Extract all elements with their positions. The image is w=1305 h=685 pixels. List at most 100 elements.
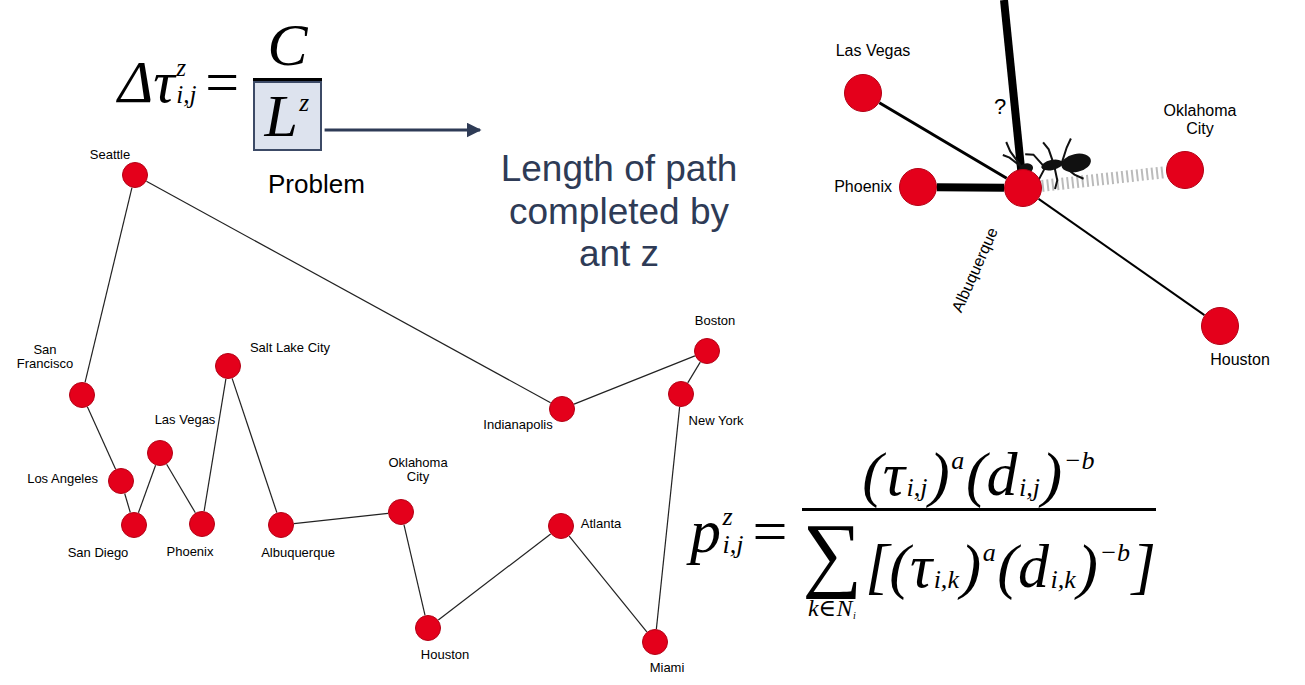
formula-term: ): [960, 532, 981, 600]
formula-term: [(τ: [865, 532, 932, 600]
superscript: [1050, 539, 1075, 566]
numerator: C: [267, 12, 307, 78]
formula-term: =: [753, 497, 788, 565]
tour-edge: [232, 378, 277, 512]
city-label: Atlanta: [580, 517, 622, 531]
script-stack: z: [299, 90, 309, 143]
superscript: −b: [1100, 539, 1131, 566]
formula-term: (τ: [862, 440, 905, 508]
script-stack: a: [951, 447, 964, 502]
subscript: [951, 474, 964, 501]
script-stack: zi,j: [723, 503, 744, 558]
formula: Δτzi,j=CLz: [118, 12, 329, 151]
city-label: Albuquerque: [948, 224, 1002, 316]
city-dot: [694, 338, 720, 364]
subscript: [1100, 566, 1131, 593]
city-label: Phoenix: [833, 178, 893, 196]
city-dot: [189, 511, 215, 537]
script-stack: −b: [1064, 447, 1095, 502]
tour-edge: [404, 525, 425, 616]
city-label: Miami: [649, 661, 686, 675]
tour-edge: [204, 379, 226, 511]
script-stack: i: [853, 600, 856, 621]
subscript: i: [853, 611, 856, 622]
formula: pzi,j=(τi,j)a(di,j)−b∑k∈Ni[(τi,k)a(di,k)…: [690, 440, 1163, 621]
tour-edge: [656, 407, 679, 629]
city-dot: [122, 162, 148, 188]
candidate-edge: [1042, 172, 1166, 186]
subscript: [299, 116, 309, 142]
script-stack: i,k: [1050, 539, 1075, 594]
superscript: [907, 447, 928, 474]
formula-term: (d: [966, 440, 1018, 508]
pointer-arrow: [325, 129, 480, 132]
city-dot: [899, 168, 937, 206]
fraction: (τi,j)a(di,j)−b∑k∈Ni[(τi,k)a(di,k)−b]: [802, 440, 1155, 621]
city-label: San Francisco: [7, 343, 84, 372]
city-dot: [1004, 169, 1042, 207]
formula-term: ): [1077, 532, 1098, 600]
formula-term: C: [267, 12, 307, 78]
city-label: Phoenix: [166, 545, 215, 559]
candidate-edge: [1039, 199, 1205, 315]
script-stack: i,j: [907, 447, 928, 502]
city-label: Oklahoma City: [382, 456, 454, 485]
superscript: a: [983, 539, 996, 566]
city-dot: [108, 468, 134, 494]
tour-edge: [125, 493, 131, 512]
formula-term: k∈N: [808, 595, 852, 621]
tour-edge: [294, 513, 388, 523]
city-dot: [844, 74, 882, 112]
formula-term: (d: [997, 532, 1049, 600]
city-dot: [1201, 307, 1239, 345]
city-label: Las Vegas: [835, 42, 912, 60]
city-label: Indianapolis: [482, 418, 553, 432]
city-label: Albuquerque: [260, 546, 336, 560]
city-dot: [215, 353, 241, 379]
script-stack: a: [983, 539, 996, 594]
city-label: San Diego: [67, 546, 130, 560]
sum-range: k∈Ni: [808, 595, 856, 621]
script-stack: zi,j: [176, 55, 196, 108]
city-dot: [415, 615, 441, 641]
city-label: Los Angeles: [26, 472, 99, 486]
superscript: z: [176, 55, 196, 81]
candidate-edge: [879, 103, 1006, 179]
superscript: [853, 600, 856, 611]
question-mark: ?: [994, 94, 1006, 119]
formula-term: L: [264, 83, 297, 149]
tour-edge: [438, 534, 550, 620]
city-dot: [268, 512, 294, 538]
city-label: Boston: [694, 314, 736, 328]
tour-edge: [688, 362, 701, 383]
sum-sign: ∑: [802, 511, 862, 595]
tour-edge: [569, 536, 647, 632]
city-dot: [668, 381, 694, 407]
superscript: [1019, 447, 1040, 474]
city-dot: [147, 440, 173, 466]
annotation-text: Length of path completed by ant z: [488, 148, 750, 276]
script-stack: −b: [1100, 539, 1131, 594]
tour-edge: [146, 181, 550, 403]
formula-term: p: [690, 497, 721, 565]
superscript: z: [723, 503, 744, 530]
sum-operator: ∑k∈Ni: [802, 511, 862, 621]
tour-edge: [138, 465, 155, 513]
city-dot: [548, 513, 574, 539]
fraction: CLz: [253, 12, 321, 151]
formula-term: Δτ: [118, 49, 175, 115]
subscript: i,j: [723, 531, 744, 558]
tour-edge: [167, 464, 196, 513]
city-dot: [121, 512, 147, 538]
city-label: Houston: [420, 648, 470, 662]
subscript: i,k: [934, 566, 959, 593]
city-dot: [388, 499, 414, 525]
superscript: [934, 539, 959, 566]
tour-edge: [87, 407, 115, 469]
subscript: [983, 566, 996, 593]
script-stack: i,k: [934, 539, 959, 594]
superscript: a: [951, 447, 964, 474]
formula-term: =: [205, 49, 239, 115]
script-stack: i,j: [1019, 447, 1040, 502]
